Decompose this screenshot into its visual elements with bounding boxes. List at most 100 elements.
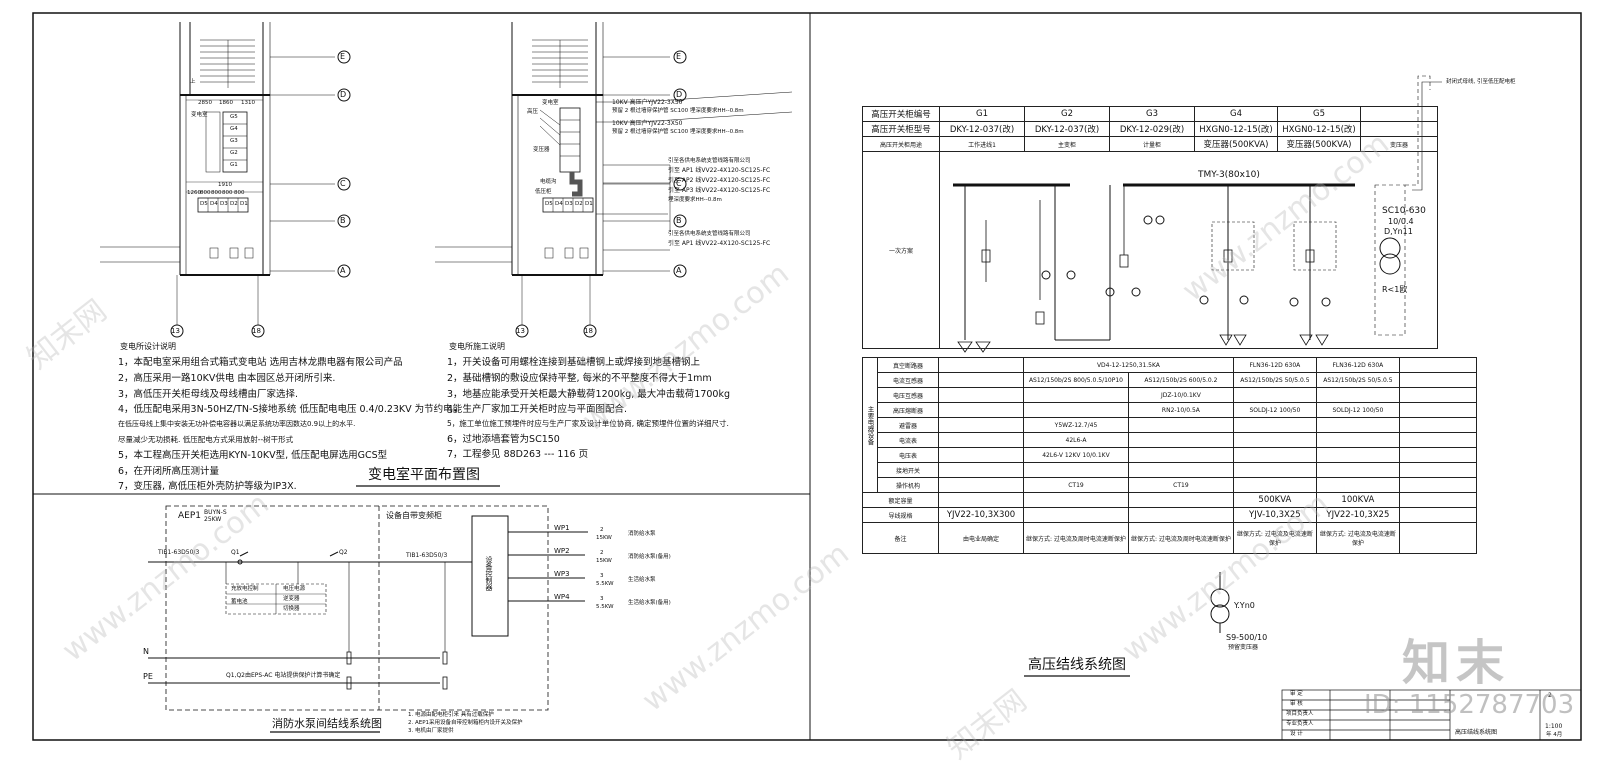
equip-cell xyxy=(1127,462,1234,478)
equipment-table: 主要电器设备 真空断路器 VD4-12-1250,31.5KA FLN36-12… xyxy=(862,357,1477,554)
col-extra-id xyxy=(1360,106,1438,122)
cable-label: 导线规格 xyxy=(862,507,939,523)
equip-cell-extra xyxy=(1398,477,1477,493)
equip-name: 真空断路器 xyxy=(877,357,939,373)
tb-row-1: 审 定 xyxy=(1290,691,1303,697)
equip-cell-extra xyxy=(1398,462,1477,478)
table-row: 电流表 42L6-A xyxy=(863,432,1477,448)
inner-label-1: 充放电控制 xyxy=(231,586,259,592)
equip-cell-extra xyxy=(1398,372,1477,388)
axis-label-18: 18 xyxy=(252,327,261,335)
inner-label-2: 电压电源 xyxy=(283,586,306,592)
equip-name: 避雷器 xyxy=(877,417,939,433)
equip-cell xyxy=(1315,432,1400,448)
rated-label: 额定容量 xyxy=(862,492,939,508)
dim-800-c: 800 xyxy=(222,190,233,196)
wp3-kw: 5.5KW xyxy=(596,581,614,587)
axis-label-d-2: D xyxy=(676,90,683,99)
equip-cell: SOLDJ-12 100/50 xyxy=(1232,402,1317,418)
equip-cell xyxy=(1315,447,1400,463)
hv-switchgear-table: 高压开关柜编号 G1 G2 G3 G4 G5 高压开关柜型号 DKY-12-03… xyxy=(862,106,1438,349)
equip-cell xyxy=(938,372,1024,388)
cable-cell: YJV22-10,3X300 xyxy=(938,507,1024,523)
plan-title: 变电室平面布置图 xyxy=(368,467,480,483)
cable-cell: YJV22-10,3X25 xyxy=(1315,507,1400,523)
equip-name: 操作机构 xyxy=(877,477,939,493)
dim-1310: 1310 xyxy=(241,100,255,106)
equip-cell xyxy=(938,477,1024,493)
axis-label-a: A xyxy=(340,266,346,275)
scheme-label: 一次方案 xyxy=(862,151,940,349)
wp4-kw: 5.5KW xyxy=(596,604,614,610)
transformer-top-3: D,Yn11 xyxy=(1384,227,1413,236)
transformer-top-2: 10/0.4 xyxy=(1388,217,1414,226)
bottom-transformer-vector: Y.Yn0 xyxy=(1234,601,1255,610)
col-g1-use: 工作进线1 xyxy=(939,136,1025,152)
dim-800-b: 800 xyxy=(211,190,222,196)
col-g4-use: 变压器(500KVA) xyxy=(1194,136,1278,152)
design-note-4c: 尽量减少无功损耗. 低压配电方式采用放射--树干形式 xyxy=(118,435,294,444)
equip-cell xyxy=(938,462,1024,478)
construction-note-5: 5，施工单位施工预埋件时应与生产厂家及设计单位协商, 确定预埋件位置的详细尺寸. xyxy=(447,419,729,428)
construction-note-6: 6，过地添墙套管为SC150 xyxy=(447,434,560,445)
tb-row-4: 专业负责人 xyxy=(1286,721,1314,727)
lv-panel-d5: D5 xyxy=(200,201,208,207)
inner-label-5: 切换器 xyxy=(283,606,300,612)
bottom-transformer-model: S9-500/10 xyxy=(1226,633,1268,642)
aep-kw: 25KW xyxy=(204,516,222,523)
wp1-n: 2 xyxy=(600,527,604,533)
title-block-lines xyxy=(1281,689,1582,741)
design-note-4b: 在低压母线上集中安装无功补偿电容器以满足系统功率因数达0.9以上的水平. xyxy=(118,420,356,428)
table-row: 高压开关柜型号 DKY-12-037(改) DKY-12-037(改) DKY-… xyxy=(862,121,1438,137)
pump-note-2: 2. AEP1采用设备自带控制箱柜内设开关及保护 xyxy=(408,720,523,726)
cable-note-hv2-sub: 预留 2 根过墙穿保护管 SC100 埋深度要求HH--0.8m xyxy=(612,129,744,135)
wp4-id: WP4 xyxy=(554,593,570,601)
table-row: 电压表 42L6-V 12KV 10/0.1KV xyxy=(863,447,1477,463)
cable-note-ap3: 引至 AP3 线VV22-4X120-SC125-FC xyxy=(668,187,771,194)
eps-note: Q1,Q2由EPS-AC 电站提供保护计算书确定 xyxy=(226,672,341,679)
axis-label-c-2: C xyxy=(676,179,682,188)
design-note-3: 3，高低压开关柜母线及母线槽由厂家选择. xyxy=(118,389,299,400)
aep-type: BUYN-S xyxy=(204,509,227,516)
brand-logo-text: 知末 xyxy=(1402,635,1511,691)
design-notes-heading: 变电所设计说明 xyxy=(120,342,176,351)
equip-cell xyxy=(1232,447,1317,463)
cable-cell xyxy=(1127,507,1234,523)
table-row: 电压互感器 JDZ-10/0.1KV xyxy=(863,387,1477,403)
equip-name: 接地开关 xyxy=(877,462,939,478)
rated-cell xyxy=(1023,492,1129,508)
lv-panel-d3-2: D3 xyxy=(565,201,573,207)
dim-800-d: 800 xyxy=(234,190,245,196)
equip-cell: FLN36-12D 630A xyxy=(1315,357,1400,373)
wp1-kw: 15KW xyxy=(596,535,612,541)
pump-note-1: 1. 电源由配电柜引来 具有过载保护 xyxy=(408,712,494,718)
plan-left-walls xyxy=(100,22,351,338)
cable-note-group1-sub: 埋深度要求HH--0.8m xyxy=(668,197,722,203)
construction-note-2: 2，基础槽钢的敷设应保持平整, 每米的不平整度不得大于1mm xyxy=(447,373,712,384)
hv-panel-g3: G3 xyxy=(230,138,238,144)
col-g4-id: G4 xyxy=(1194,106,1278,122)
equip-cell: VD4-12-1250,31.5KA xyxy=(1023,357,1234,373)
col-g4-model: HXGN0-12-15(改) xyxy=(1194,121,1278,137)
equip-cell-extra xyxy=(1398,357,1477,373)
equip-cell-extra xyxy=(1398,432,1477,448)
equip-cell xyxy=(1232,432,1317,448)
wp3-id: WP3 xyxy=(554,570,570,578)
design-note-1: 1，本配电室采用组合式箱式变电站 选用吉林龙鼎电器有限公司产品 xyxy=(118,357,403,368)
equip-cell xyxy=(1315,417,1400,433)
cable-note-ap2: 引至 AP2 线VV22-4X120-SC125-FC xyxy=(668,177,771,184)
transformer-top-1: SC10-630 xyxy=(1382,206,1426,216)
wp2-id: WP2 xyxy=(554,547,570,555)
busway-note: 封闭式母线, 引至低压配电柜 xyxy=(1446,79,1516,85)
table-row: 电流互感器 AS12/150b/2S 800/5.0.5/10P10 AS12/… xyxy=(863,372,1477,388)
equip-cell xyxy=(1127,447,1234,463)
construction-note-1: 1，开关设备可用螺栓连接到基础槽钢上或焊接到地基槽钢上 xyxy=(447,357,701,368)
axis-label-13: 13 xyxy=(171,327,180,335)
col-extra-model xyxy=(1360,121,1438,137)
equip-cell: JDZ-10/0.1KV xyxy=(1127,387,1234,403)
axis-label-c: C xyxy=(340,179,346,188)
equip-cell-extra xyxy=(1398,447,1477,463)
table-row: 接地开关 xyxy=(863,462,1477,478)
axis-label-a-2: A xyxy=(676,266,682,275)
